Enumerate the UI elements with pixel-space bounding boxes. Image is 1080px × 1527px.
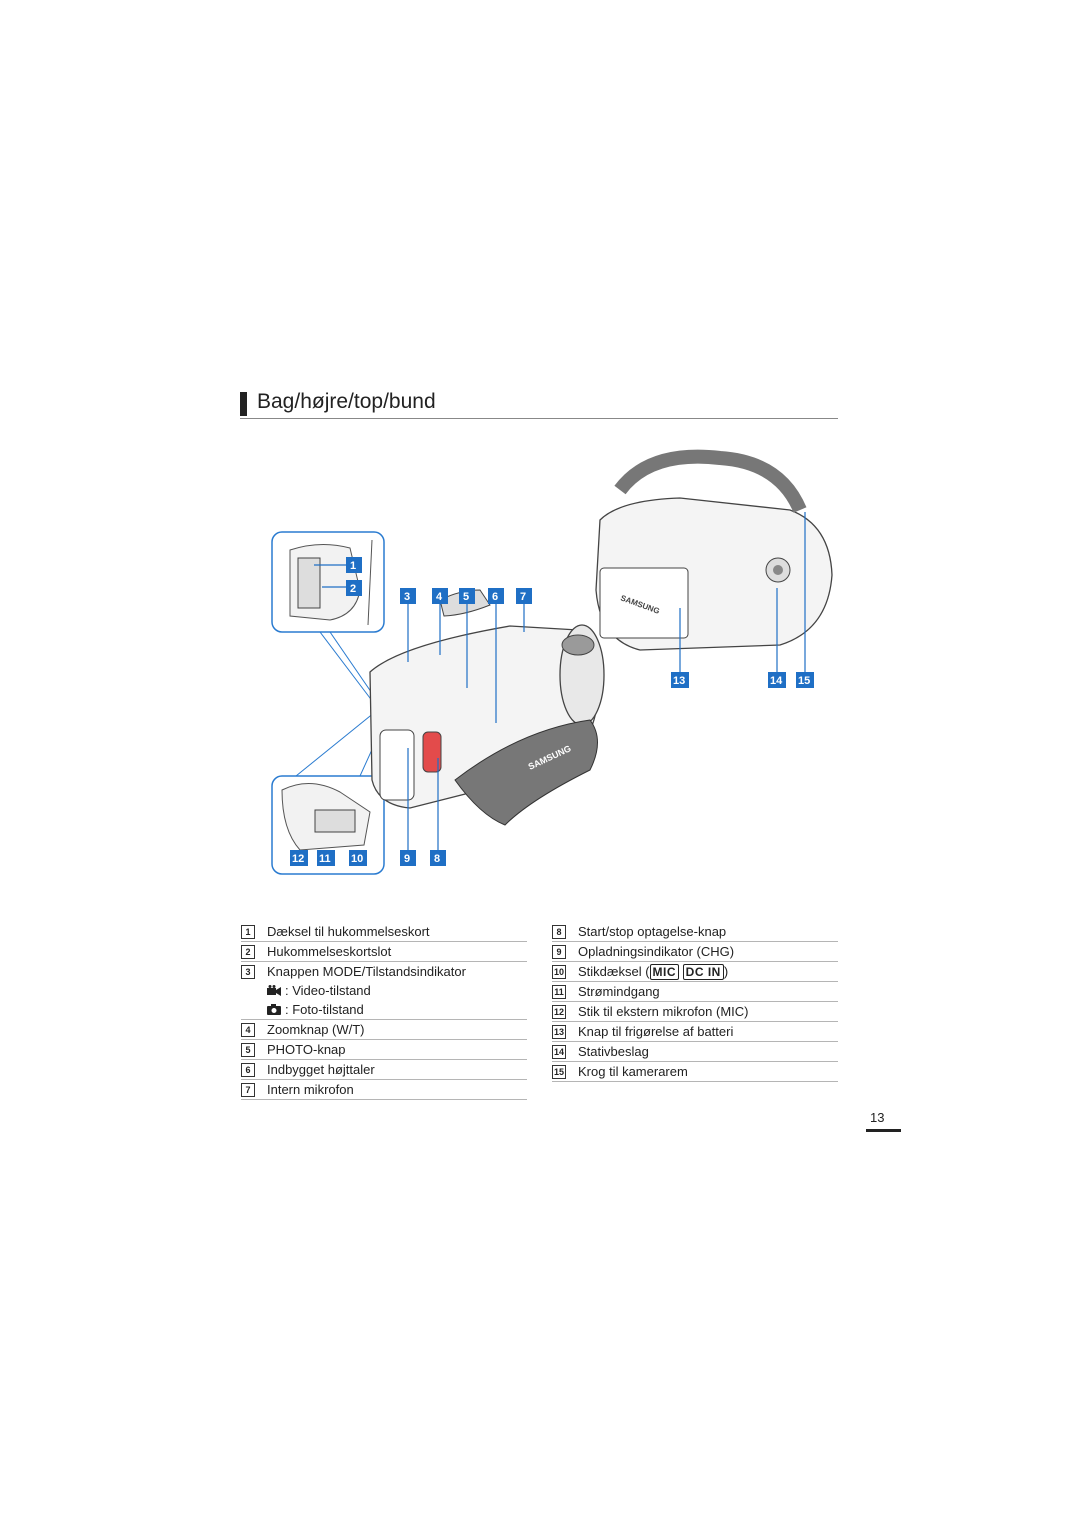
legend-subitem-photo: : Foto-tilstand bbox=[241, 1000, 527, 1020]
item-number: 6 bbox=[241, 1063, 255, 1077]
item-number: 15 bbox=[552, 1065, 566, 1079]
item-label: Indbygget højttaler bbox=[267, 1062, 375, 1077]
callout-10: 10 bbox=[351, 853, 363, 865]
item-label: Start/stop optagelse-knap bbox=[578, 924, 727, 939]
legend-item: 3 Knappen MODE/Tilstandsindikator bbox=[241, 962, 527, 981]
callout-5: 5 bbox=[463, 591, 469, 603]
callout-8: 8 bbox=[434, 853, 440, 865]
item-label-pre: Stikdæksel ( bbox=[578, 964, 650, 979]
legend-item: 13 Knap til frigørelse af batteri bbox=[552, 1022, 838, 1042]
section-title: Bag/højre/top/bund bbox=[257, 390, 436, 413]
callout-15: 15 bbox=[798, 675, 810, 687]
hand-strap bbox=[454, 719, 598, 826]
callout-7: 7 bbox=[520, 591, 526, 603]
video-mode-label: : Video-tilstand bbox=[285, 983, 371, 998]
legend-item: 1 Dæksel til hukommelseskort bbox=[241, 922, 527, 942]
legend-subitem-video: : Video-tilstand bbox=[241, 981, 527, 1000]
item-number: 9 bbox=[552, 945, 566, 959]
callout-13: 13 bbox=[673, 675, 685, 687]
item-label: Hukommelseskortslot bbox=[267, 944, 392, 959]
callout-1: 1 bbox=[350, 560, 356, 572]
item-number: 10 bbox=[552, 965, 566, 979]
item-label: Knap til frigørelse af batteri bbox=[578, 1024, 734, 1039]
item-label: Stik til ekstern mikrofon (MIC) bbox=[578, 1004, 749, 1019]
photo-camera-icon bbox=[267, 1004, 281, 1015]
item-number: 4 bbox=[241, 1023, 255, 1037]
item-label: Zoomknap (W/T) bbox=[267, 1022, 365, 1037]
legend-item: 9 Opladningsindikator (CHG) bbox=[552, 942, 838, 962]
legend-item: 8 Start/stop optagelse-knap bbox=[552, 922, 838, 942]
legend-item: 6 Indbygget højttaler bbox=[241, 1060, 527, 1080]
item-label: Strømindgang bbox=[578, 984, 660, 999]
legend-item: 14 Stativbeslag bbox=[552, 1042, 838, 1062]
legend-item: 10 Stikdæksel (MIC DC IN) bbox=[552, 962, 838, 982]
mic-jack-icon: MIC bbox=[649, 964, 680, 980]
item-label: Dæksel til hukommelseskort bbox=[267, 924, 430, 939]
legend-left: 1 Dæksel til hukommelseskort 2 Hukommelses… bbox=[241, 922, 527, 1100]
item-number: 12 bbox=[552, 1005, 566, 1019]
legend-right: 8 Start/stop optagelse-knap 9 Opladningsin… bbox=[552, 922, 838, 1082]
callout-4: 4 bbox=[436, 591, 443, 603]
camcorder-illustration: SAMSUNG SAMSUNG 1 2 3 4 5 6 7 8 9 10 11 … bbox=[271, 449, 833, 875]
item-number: 14 bbox=[552, 1045, 566, 1059]
item-label-post: ) bbox=[723, 964, 729, 979]
item-label: Knappen MODE/Tilstandsindikator bbox=[267, 964, 466, 979]
item-number: 11 bbox=[552, 985, 566, 999]
item-label: Intern mikrofon bbox=[267, 1082, 354, 1097]
callout-2: 2 bbox=[350, 583, 356, 595]
item-number: 2 bbox=[241, 945, 255, 959]
legend-item: 11 Strømindgang bbox=[552, 982, 838, 1002]
callout-3: 3 bbox=[404, 591, 410, 603]
legend-item: 2 Hukommelseskortslot bbox=[241, 942, 527, 962]
callout-6: 6 bbox=[492, 591, 498, 603]
item-number: 1 bbox=[241, 925, 255, 939]
item-number: 13 bbox=[552, 1025, 566, 1039]
photo-mode-label: : Foto-tilstand bbox=[285, 1002, 364, 1017]
section-heading: Bag/højre/top/bund bbox=[240, 390, 838, 419]
dc-in-jack-icon: DC IN bbox=[682, 964, 724, 980]
callout-9: 9 bbox=[404, 853, 410, 865]
callout-12: 12 bbox=[292, 853, 304, 865]
callout-badges: 1 2 3 4 5 6 7 8 9 10 11 12 13 14 15 bbox=[290, 557, 814, 866]
callout-11: 11 bbox=[319, 853, 331, 865]
item-label: Krog til kamerarem bbox=[578, 1064, 688, 1079]
item-number: 8 bbox=[552, 925, 566, 939]
item-number: 7 bbox=[241, 1083, 255, 1097]
item-label: PHOTO-knap bbox=[267, 1042, 346, 1057]
legend-item: 7 Intern mikrofon bbox=[241, 1080, 527, 1100]
legend-item: 15 Krog til kamerarem bbox=[552, 1062, 838, 1082]
item-number: 5 bbox=[241, 1043, 255, 1057]
page-number-rule bbox=[866, 1129, 901, 1132]
heading-bar bbox=[240, 392, 247, 416]
legend-item: 12 Stik til ekstern mikrofon (MIC) bbox=[552, 1002, 838, 1022]
legend-item: 4 Zoomknap (W/T) bbox=[241, 1020, 527, 1040]
item-number: 3 bbox=[241, 965, 255, 979]
video-camera-icon bbox=[267, 985, 281, 996]
item-label: Opladningsindikator (CHG) bbox=[578, 944, 735, 959]
item-label: Stativbeslag bbox=[578, 1044, 649, 1059]
callout-14: 14 bbox=[770, 675, 783, 687]
legend-item: 5 PHOTO-knap bbox=[241, 1040, 527, 1060]
page-number: 13 bbox=[870, 1110, 885, 1125]
